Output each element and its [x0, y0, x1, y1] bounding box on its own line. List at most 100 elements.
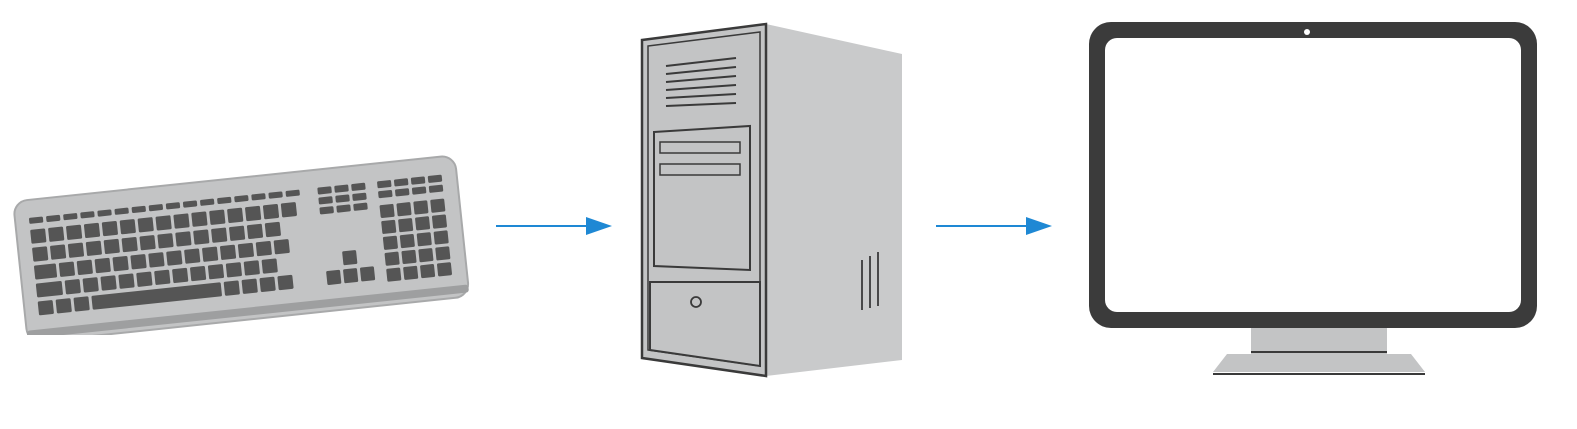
keyboard-key — [229, 225, 246, 241]
keyboard-key — [416, 232, 432, 247]
keyboard-key — [82, 277, 99, 293]
computer-tower-icon — [640, 22, 902, 378]
keyboard-key — [32, 246, 49, 262]
keyboard-key — [85, 240, 102, 256]
keyboard-key — [379, 203, 395, 219]
keyboard-key — [273, 239, 290, 255]
keyboard-key — [262, 204, 280, 220]
keyboard-key — [112, 256, 129, 272]
keyboard-key — [154, 269, 171, 285]
keyboard-key — [268, 191, 283, 199]
keyboard-key — [30, 228, 47, 244]
keyboard-key — [193, 229, 210, 245]
keyboard-key — [411, 186, 427, 195]
keyboard-key — [326, 269, 342, 285]
keyboard-key — [121, 236, 138, 253]
keyboard-key — [418, 248, 434, 263]
keyboard-node — [10, 140, 470, 335]
keyboard-key — [261, 258, 278, 274]
keyboard-key — [131, 205, 146, 213]
keyboard-key — [64, 279, 81, 295]
keyboard-key — [360, 266, 376, 282]
keyboard-key — [433, 230, 449, 245]
keyboard-key — [342, 250, 358, 266]
keyboard-key — [435, 246, 451, 261]
keyboard-key — [83, 222, 101, 239]
keyboard-key — [335, 194, 350, 203]
keyboard-key — [264, 221, 281, 238]
keyboard-key — [245, 205, 262, 222]
keyboard-key — [427, 174, 443, 183]
keyboard-key — [280, 202, 297, 218]
arrow-computer-to-monitor — [934, 214, 1054, 238]
computer-tower-node — [636, 20, 906, 380]
keyboard-key — [393, 178, 409, 187]
keyboard-key — [114, 207, 129, 215]
keyboard-key — [103, 238, 120, 255]
keyboard-key — [259, 276, 276, 292]
keyboard-key — [101, 220, 118, 237]
keyboard-key — [119, 219, 136, 235]
keyboard-key — [58, 261, 75, 277]
keyboard-key — [73, 296, 90, 312]
keyboard-key — [97, 209, 112, 217]
keyboard-key — [377, 180, 392, 189]
keyboard-key — [211, 227, 228, 243]
keyboard-key — [318, 196, 333, 205]
keyboard-key — [243, 260, 260, 276]
keyboard-key — [94, 257, 111, 274]
keyboard-key — [319, 206, 334, 215]
keyboard-key — [413, 200, 429, 215]
keyboard-key — [398, 218, 414, 233]
keyboard-key — [227, 207, 244, 223]
keyboard-key — [139, 235, 156, 251]
keyboard-key — [219, 244, 237, 260]
keyboard-key — [334, 184, 349, 193]
keyboard-key — [55, 298, 72, 314]
keyboard-key — [209, 209, 226, 225]
keyboard-key — [437, 262, 452, 277]
keyboard-key — [336, 204, 351, 213]
keyboard-key — [76, 259, 93, 275]
keyboard-key — [63, 213, 78, 221]
keyboard-key — [175, 231, 192, 247]
keyboard-key — [234, 195, 249, 203]
keyboard-icon — [13, 155, 470, 335]
keyboard-key — [34, 263, 58, 280]
keyboard-key — [217, 196, 232, 205]
keyboard-key — [430, 198, 446, 213]
keyboard-key — [35, 281, 63, 298]
keyboard-key — [399, 233, 415, 249]
keyboard-key — [190, 265, 207, 282]
keyboard-key — [384, 251, 400, 266]
keyboard-key — [130, 254, 147, 270]
keyboard-key — [246, 223, 264, 239]
keyboard-key — [237, 242, 254, 259]
keyboard-key — [157, 233, 174, 249]
keyboard-key — [255, 240, 272, 257]
keyboard-key — [165, 202, 181, 210]
keyboard-key — [166, 250, 183, 266]
keyboard-key — [431, 214, 447, 229]
keyboard-key — [353, 202, 368, 211]
arrow-right-icon — [936, 217, 1052, 235]
keyboard-key — [317, 186, 332, 195]
keyboard-key — [378, 190, 393, 199]
keyboard-key — [91, 282, 222, 310]
keyboard-key — [401, 249, 417, 264]
keyboard-key — [155, 215, 172, 231]
keyboard-key — [202, 246, 219, 262]
keyboard-key — [173, 213, 190, 229]
keyboard-key — [200, 198, 215, 206]
keyboard-key — [277, 274, 294, 291]
keyboard-key — [37, 300, 54, 316]
monitor-node — [1085, 18, 1545, 390]
keyboard-key — [80, 211, 95, 219]
keyboard-key — [48, 226, 65, 242]
keyboard-key — [415, 216, 431, 231]
keyboard-key — [172, 267, 189, 284]
keyboard-key — [343, 268, 359, 284]
keyboard-key — [182, 200, 198, 208]
keyboard-key — [223, 280, 240, 296]
